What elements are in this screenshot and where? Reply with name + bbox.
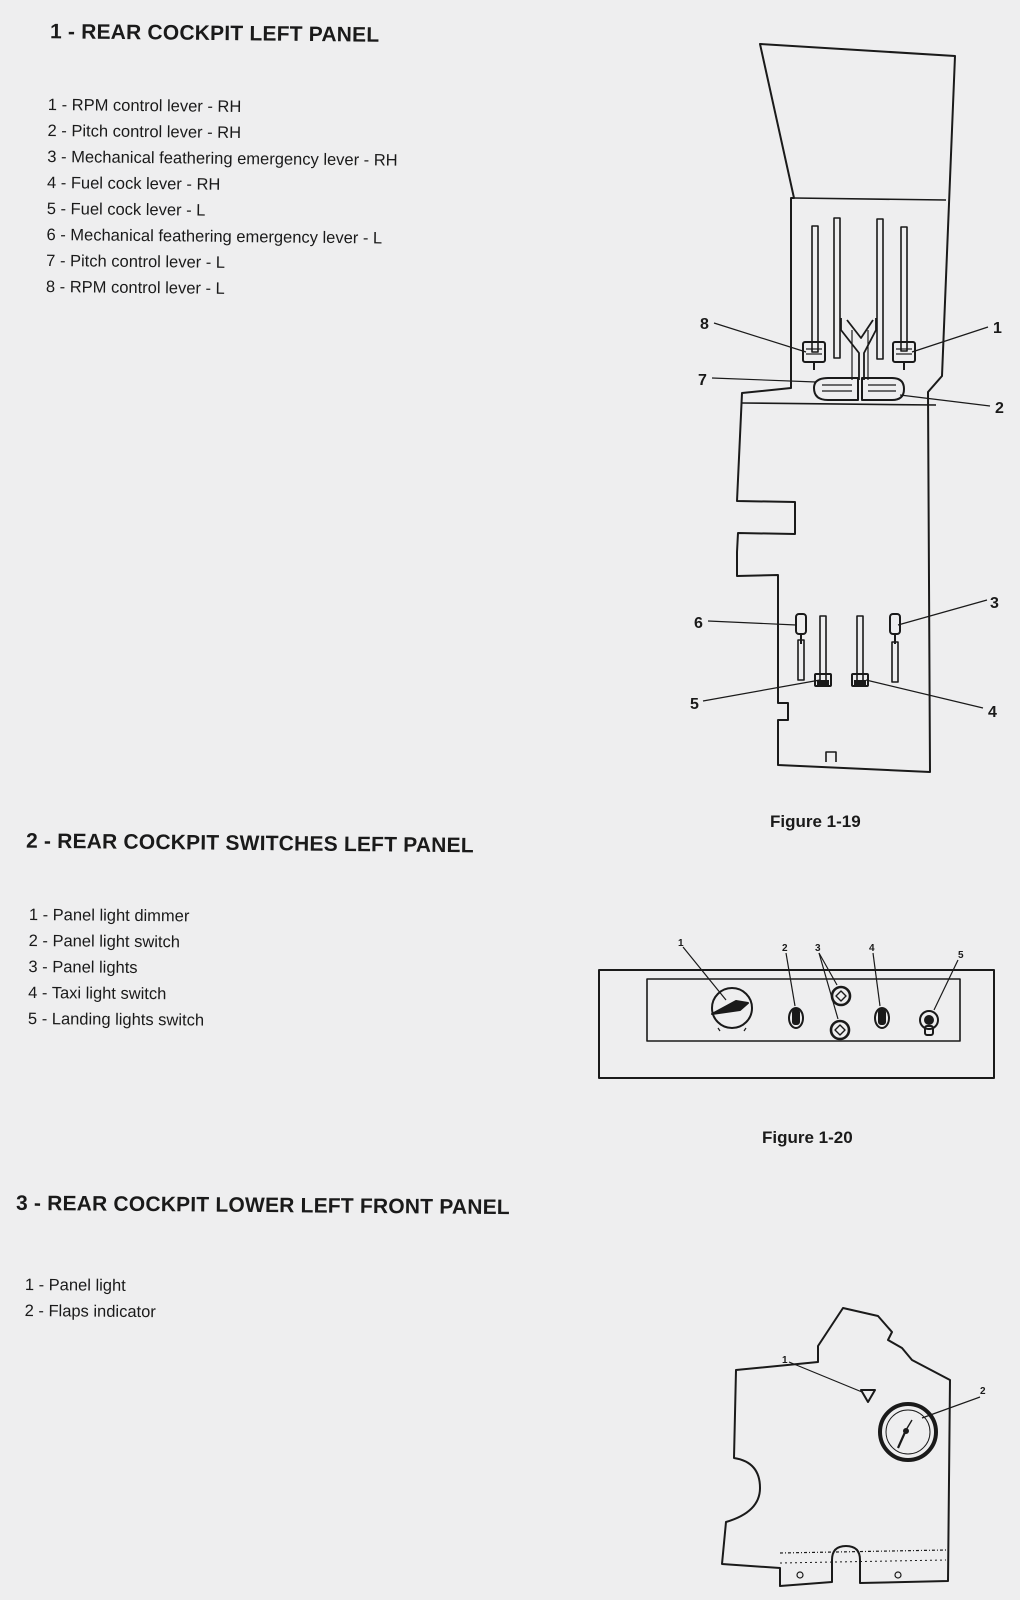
rpm-control-lever-rh (892, 341, 916, 370)
upper-lever-slots (811, 217, 908, 360)
callout-2: 2 (995, 400, 1004, 417)
figure-1-20-caption: Figure 1-20 (762, 1128, 853, 1147)
lower-panel-outline (721, 1307, 951, 1587)
figure-1-19-callouts: 8 1 7 2 3 6 5 4 (690, 316, 1004, 721)
figure-1-19-leaders (702, 322, 991, 709)
flaps-indicator-gauge (878, 1402, 938, 1462)
panel-light-switch (788, 1007, 804, 1029)
panel-lights (829, 985, 852, 1041)
rpm-control-lever-l (802, 341, 826, 370)
callout-1: 1 (678, 938, 684, 949)
callout-4: 4 (869, 943, 875, 954)
panel-hinge-line-lower (779, 1559, 947, 1564)
panel-fold-line (793, 197, 947, 201)
callout-8: 8 (700, 316, 709, 333)
pitch-control-lever-handles (813, 377, 905, 401)
taxi-light-switch (874, 1007, 890, 1029)
callout-7: 7 (698, 372, 707, 389)
landing-lights-switch (919, 1010, 939, 1036)
callout-2: 2 (980, 1386, 986, 1397)
callout-2: 2 (782, 943, 788, 954)
switch-panel-inner (646, 978, 961, 1042)
lower-panel-callouts: 1 2 (782, 1355, 986, 1397)
callout-5: 5 (690, 696, 699, 713)
pitch-levers-y-linkage (840, 318, 877, 380)
callout-3: 3 (815, 943, 821, 954)
lower-panel-leaders (788, 1361, 981, 1419)
left-panel-outline (736, 43, 956, 773)
figure-1-20-callouts: 1 2 3 4 5 (678, 938, 964, 961)
feathering-emergency-lever-l (795, 613, 807, 644)
switch-panel-outer (598, 969, 995, 1079)
callout-4: 4 (988, 704, 997, 721)
panel-light-lamp (860, 1389, 876, 1403)
callout-3: 3 (990, 595, 999, 612)
panel-notch (825, 751, 837, 762)
figure-1-19-diagram (702, 43, 991, 773)
panel-light-dimmer-knob (711, 987, 753, 1032)
figure-1-19-caption: Figure 1-19 (770, 812, 861, 831)
figure-1-20-diagram (598, 946, 995, 1079)
panel-hinge-line (779, 1549, 947, 1554)
mounting-hole (894, 1571, 902, 1579)
lower-lever-slots (797, 615, 899, 683)
callout-1: 1 (782, 1355, 788, 1366)
feathering-emergency-lever-rh (889, 613, 901, 644)
callout-5: 5 (958, 950, 964, 961)
callout-1: 1 (993, 320, 1002, 337)
callout-6: 6 (694, 615, 703, 632)
figure-lower-left-front-panel (721, 1307, 981, 1587)
fuel-cock-lever-handles (814, 673, 869, 687)
mounting-hole (796, 1571, 804, 1579)
figure-1-20-leaders (682, 946, 959, 1020)
panel-edge-line (741, 402, 937, 406)
